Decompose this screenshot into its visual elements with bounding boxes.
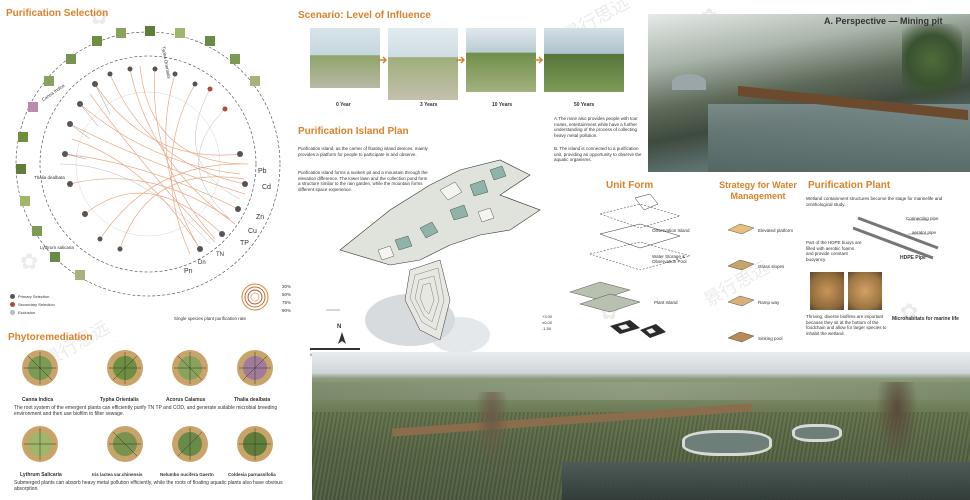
island-text-1: Purification island, as the carrier of f… (298, 146, 428, 157)
plant-text-1: Wetland containment structures become th… (806, 196, 943, 207)
scenario-title: Scenario: Level of Influence (298, 10, 431, 21)
scenario-photo-1 (388, 28, 458, 100)
strategy-item: Elevated platform (758, 228, 794, 233)
pipe-label: Connecting pipe (906, 216, 939, 221)
scenario-year: 3 Years (420, 102, 438, 108)
biofilm-photo (848, 272, 882, 310)
scenario-photo-3 (544, 28, 624, 92)
scenario-note-a: A.The mine also provides people with tou… (554, 116, 638, 138)
legend-swatch (10, 302, 15, 307)
metal-label-pb: Pb (258, 168, 267, 175)
metal-label-do: Dn (198, 260, 206, 266)
legend-label: Exclusion (18, 310, 36, 315)
rate-label: 50% (282, 292, 292, 297)
scenario-year: 50 Years (574, 102, 595, 108)
phyto-plant-name: Coldesia parnassifolia (228, 472, 276, 477)
plant-label: Thalia dealbata (34, 175, 65, 180)
microhabitat-label: Microhabitats for marine life (892, 316, 959, 322)
scenario-note-b: B. The island is connected to a purifica… (554, 146, 642, 163)
unit-title: Unit Form (606, 180, 654, 191)
unit-label: Plant Island (654, 300, 678, 305)
perspective-trees (902, 24, 962, 114)
scenario-year: 10 Years (492, 102, 513, 108)
phyto-rings-row2 (22, 426, 273, 462)
plant-text-2: Part of the HDPE buoys are filled with a… (806, 240, 862, 262)
legend-swatch (10, 310, 15, 315)
scenario-year: 0 Year (336, 102, 351, 108)
unit-label: Observation Island (652, 228, 690, 233)
scenario-photo-0 (310, 28, 380, 88)
phyto-plant-name: Thalia dealbata (234, 397, 271, 403)
unit-level: -1.50 (542, 326, 552, 331)
phyto-plant-name: Iris lactea var.chinensis (92, 472, 143, 477)
render-pool (792, 424, 842, 442)
metal-label-cu: Cu (248, 228, 257, 235)
phyto-plant-name: Acorus Calamus (166, 397, 206, 403)
strategy-title: Strategy for Water Management (719, 180, 797, 201)
unit-label: Water Storage & Observation Pool (652, 254, 687, 264)
plant-label: Lythrum salicaria (40, 245, 74, 250)
hdpe-label: HDPE Pipe (900, 255, 926, 261)
pipe-label: aerator pipe (912, 230, 937, 235)
scenario-arrows (378, 56, 544, 64)
phyto-plant-name: Canna Indica (22, 397, 54, 403)
metal-label-zn: Zn (256, 214, 265, 221)
purification-wheel (15, 26, 281, 297)
legend-label: Primary Selection (18, 294, 50, 299)
phyto-title: Phytoremediation (8, 332, 93, 343)
unit-level: ±0.00 (542, 320, 552, 325)
strategy-item: Ramp way (758, 300, 780, 305)
plant-title: Purification Plant (808, 180, 891, 191)
strategy-item: Grass slopes (758, 264, 785, 269)
rate-label: 90% (282, 308, 292, 313)
unit-form-diagram (569, 194, 691, 338)
perspective-render (648, 14, 970, 172)
render-tree (472, 392, 512, 472)
rate-label: 75% (282, 300, 292, 305)
metal-label-tp: TP (240, 240, 249, 247)
scale-tick: 0 (310, 352, 312, 357)
strategy-item: Sinking pool (758, 336, 783, 341)
rate-label: 30% (282, 284, 292, 289)
phyto-rings-row1 (22, 350, 273, 386)
metal-label-ph: Pn (184, 268, 193, 275)
purification-title: Purification Selection (6, 8, 109, 19)
biofilm-photo (810, 272, 844, 310)
legend-label: Secondary Selection (18, 302, 55, 307)
north-arrow-icon (338, 332, 346, 344)
render-pool (682, 430, 772, 456)
bottom-render (312, 352, 970, 500)
rate-rings (241, 283, 269, 311)
legend-swatch (10, 294, 15, 299)
perspective-umbrella (672, 74, 706, 90)
phyto-plant-name: Lythrum Salicaria (20, 472, 62, 478)
island-text-2: Purification island forms a sunken pit a… (298, 170, 428, 192)
phyto-plant-name: Nelumbo nucifera Gaertn (160, 472, 214, 477)
island-title: Purification Island Plan (298, 126, 409, 137)
unit-level: +3.00 (542, 314, 553, 319)
purification-legend: Primary Selection Secondary Selection Ex… (10, 294, 55, 315)
phyto-text-1: The root system of the emergent plants c… (14, 405, 278, 417)
perspective-title: A. Perspective — Mining pit (824, 16, 943, 26)
strategy-icons (727, 223, 755, 343)
phyto-text-2: Submerged plants can absorb heavy metal … (14, 480, 283, 492)
island-plan (326, 159, 541, 353)
metal-label-tn: TN (216, 252, 224, 258)
north-label: N (337, 324, 342, 330)
plant-text-3: Thriving, diverse biofilms are important… (806, 314, 887, 336)
render-tree (872, 382, 922, 472)
pipe-diagram (852, 216, 939, 260)
scenario-photo-2 (466, 28, 536, 92)
rate-caption: Single species plant purification rate (174, 316, 247, 321)
scale-bar (310, 348, 360, 350)
phyto-plant-name: Typha Orientalis (100, 397, 139, 403)
metal-label-cd: Cd (262, 184, 271, 191)
